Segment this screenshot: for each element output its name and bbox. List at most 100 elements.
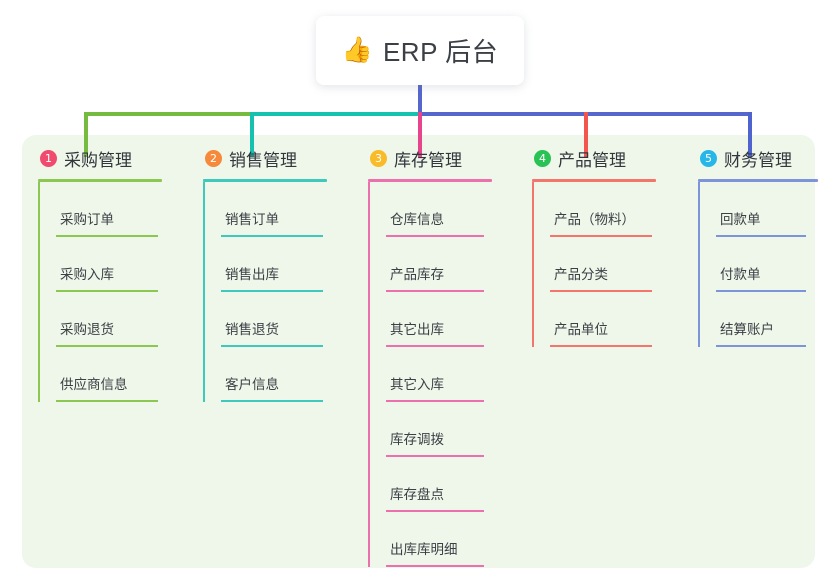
- column-item[interactable]: 采购退货: [56, 292, 204, 347]
- column-item-label: 客户信息: [225, 377, 279, 392]
- column-header-rule: [38, 179, 162, 182]
- column-item-label: 销售退货: [225, 322, 279, 337]
- column-item-label: 其它出库: [390, 322, 444, 337]
- column-item-label: 其它入库: [390, 377, 444, 392]
- column-header[interactable]: 4 产品管理: [532, 143, 698, 173]
- column-item-list: 回款单付款单结算账户: [698, 182, 838, 347]
- column-spine: [203, 182, 205, 402]
- connector-root-drop: [418, 84, 422, 114]
- column-item-rule: [386, 235, 484, 237]
- column-title: 产品管理: [558, 150, 626, 170]
- column-title: 库存管理: [394, 150, 462, 170]
- column-item[interactable]: 仓库信息: [386, 182, 534, 237]
- connector-bus-green: [84, 112, 254, 116]
- column-header-rule: [532, 179, 656, 182]
- connector-drop-column-4: [584, 112, 588, 157]
- column-item[interactable]: 库存调拨: [386, 402, 534, 457]
- root-node-card[interactable]: 👍 ERP 后台: [316, 16, 524, 85]
- column-item-rule: [550, 235, 652, 237]
- column-item-list: 仓库信息产品库存其它出库其它入库库存调拨库存盘点出库库明细: [368, 182, 534, 567]
- column-spine: [368, 182, 370, 567]
- column-title: 财务管理: [724, 150, 792, 170]
- thumbs-up-icon: 👍: [341, 36, 373, 64]
- connector-bus-teal: [252, 112, 422, 116]
- column-item[interactable]: 采购订单: [56, 182, 204, 237]
- column-item[interactable]: 产品库存: [386, 237, 534, 292]
- column-item-rule: [56, 345, 158, 347]
- column-item-label: 采购入库: [60, 267, 114, 282]
- column-item-rule: [56, 290, 158, 292]
- column-index-badge: 1: [40, 149, 57, 167]
- column-item-rule: [221, 400, 323, 402]
- connector-drop-column-2: [250, 112, 254, 157]
- connector-drop-column-1: [84, 112, 88, 157]
- column-item-rule: [221, 235, 323, 237]
- column-index-badge: 5: [700, 149, 717, 167]
- column-item-rule: [716, 235, 806, 237]
- column-item-label: 采购退货: [60, 322, 114, 337]
- column-item[interactable]: 采购入库: [56, 237, 204, 292]
- column-item[interactable]: 产品分类: [550, 237, 698, 292]
- column-item-rule: [386, 290, 484, 292]
- column-header[interactable]: 1 采购管理: [38, 143, 204, 173]
- column-spine: [698, 182, 700, 347]
- column-item[interactable]: 其它入库: [386, 347, 534, 402]
- column-item-list: 产品（物料） 产品分类产品单位: [532, 182, 698, 347]
- column-item[interactable]: 库存盘点: [386, 457, 534, 512]
- column-item-label: 供应商信息: [60, 377, 128, 392]
- column-item[interactable]: 付款单: [716, 237, 838, 292]
- root-node-title: ERP 后台: [382, 37, 499, 67]
- column-spine: [38, 182, 40, 402]
- column-title: 采购管理: [64, 150, 132, 170]
- column-item-label: 付款单: [720, 267, 761, 282]
- column-item[interactable]: 其它出库: [386, 292, 534, 347]
- column-item-label: 回款单: [720, 212, 761, 227]
- column-item[interactable]: 销售退货: [221, 292, 369, 347]
- column-index-badge: 4: [534, 149, 551, 167]
- column-item-rule: [386, 565, 484, 567]
- column-item[interactable]: 供应商信息: [56, 347, 204, 402]
- column-item-list: 销售订单销售出库销售退货客户信息: [203, 182, 369, 402]
- column-spine: [532, 182, 534, 347]
- column-item-rule: [550, 345, 652, 347]
- column-item-list: 采购订单采购入库采购退货供应商信息: [38, 182, 204, 402]
- column-item[interactable]: 回款单: [716, 182, 838, 237]
- column-index-badge: 2: [205, 149, 222, 167]
- column-sales: 2 销售管理销售订单销售出库销售退货客户信息: [203, 143, 369, 402]
- column-header-rule: [368, 179, 492, 182]
- column-item-rule: [550, 290, 652, 292]
- column-item-rule: [221, 290, 323, 292]
- column-purchasing: 1 采购管理采购订单采购入库采购退货供应商信息: [38, 143, 204, 402]
- diagram-panel: [22, 135, 815, 568]
- column-header-rule: [698, 179, 818, 182]
- column-item-rule: [56, 235, 158, 237]
- column-product: 4 产品管理产品（物料） 产品分类产品单位: [532, 143, 698, 347]
- column-header-rule: [203, 179, 327, 182]
- column-item[interactable]: 销售订单: [221, 182, 369, 237]
- column-item-label: 产品分类: [554, 267, 608, 282]
- column-item[interactable]: 结算账户: [716, 292, 838, 347]
- column-item[interactable]: 产品（物料）: [550, 182, 698, 237]
- column-finance: 5 财务管理回款单付款单结算账户: [698, 143, 838, 347]
- column-item-label: 产品库存: [390, 267, 444, 282]
- column-item-label: 产品（物料）: [554, 212, 635, 227]
- column-item[interactable]: 销售出库: [221, 237, 369, 292]
- column-item[interactable]: 产品单位: [550, 292, 698, 347]
- column-title: 销售管理: [229, 150, 297, 170]
- column-item-label: 销售订单: [225, 212, 279, 227]
- column-item[interactable]: 出库库明细: [386, 512, 534, 567]
- column-item-rule: [56, 400, 158, 402]
- column-item-label: 结算账户: [720, 322, 774, 337]
- connector-drop-column-3: [418, 112, 422, 157]
- column-item[interactable]: 客户信息: [221, 347, 369, 402]
- column-header[interactable]: 2 销售管理: [203, 143, 369, 173]
- root-node-inner: 👍 ERP 后台: [342, 32, 498, 69]
- column-item-rule: [386, 455, 484, 457]
- column-item-rule: [386, 345, 484, 347]
- column-header[interactable]: 5 财务管理: [698, 143, 838, 173]
- column-item-label: 库存调拨: [390, 432, 444, 447]
- column-item-label: 采购订单: [60, 212, 114, 227]
- column-item-rule: [716, 290, 806, 292]
